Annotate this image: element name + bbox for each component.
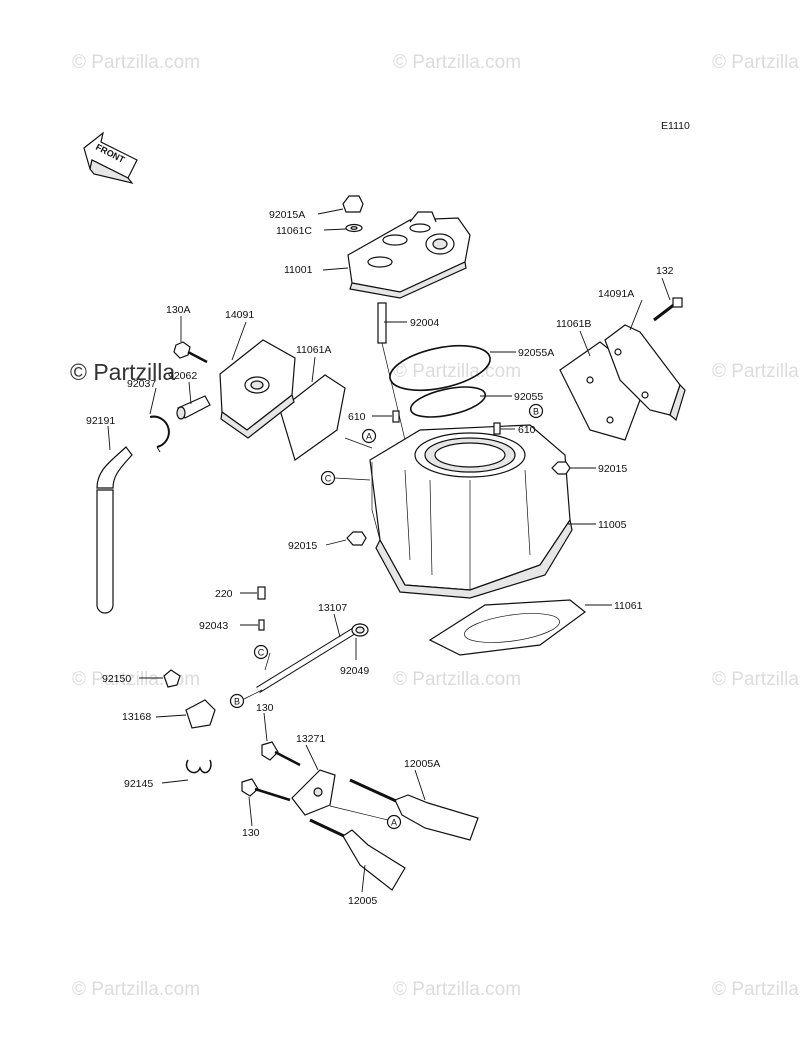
part-label-132[interactable]: 132 <box>656 265 674 277</box>
part-label-220[interactable]: 220 <box>215 588 233 600</box>
part-label-13271[interactable]: 13271 <box>296 733 325 745</box>
hose <box>96 489 114 614</box>
part-label-92145[interactable]: 92145 <box>124 778 153 790</box>
watermark: © Partzilla.com <box>72 669 200 690</box>
ref-a: A <box>391 818 397 828</box>
bolt <box>261 741 279 761</box>
lever <box>185 699 216 729</box>
watermark: © Partzilla.com <box>712 669 800 690</box>
ref-c: C <box>258 648 265 658</box>
watermark-prominent: © Partzilla <box>70 359 175 385</box>
pin <box>258 619 265 631</box>
part-label-14091A[interactable]: 14091A <box>598 288 634 300</box>
part-label-11061A[interactable]: 11061A <box>296 344 331 356</box>
part-label-11001[interactable]: 11001 <box>284 264 313 276</box>
part-label-92037[interactable]: 92037 <box>127 378 156 390</box>
watermark: © Partzilla.com <box>393 979 521 1000</box>
part-label-92015[interactable]: 92015 <box>598 463 627 475</box>
part-label-92015[interactable]: 92015 <box>288 540 317 552</box>
screw <box>163 669 181 688</box>
nut <box>346 531 367 546</box>
part-label-610[interactable]: 610 <box>518 424 536 436</box>
part-label-14091[interactable]: 14091 <box>225 309 254 321</box>
exhaust-valve <box>394 794 479 841</box>
dowel-pin <box>493 422 501 435</box>
ref-a: A <box>366 432 372 442</box>
part-label-92055A[interactable]: 92055A <box>518 347 554 359</box>
front-arrow-icon: FRONT <box>83 131 138 184</box>
watermark: © Partzilla.com <box>712 979 800 1000</box>
exhaust-valve <box>342 829 406 891</box>
part-label-92043[interactable]: 92043 <box>199 620 228 632</box>
watermark: © Partzilla.com <box>393 669 521 690</box>
part-label-610[interactable]: 610 <box>348 411 366 423</box>
spring <box>185 759 212 774</box>
watermark: © Partzilla.com <box>393 52 521 73</box>
watermark: © Partzilla.com <box>712 361 800 382</box>
part-label-92191[interactable]: 92191 <box>86 415 115 427</box>
part-label-130[interactable]: 130 <box>242 827 260 839</box>
dowel-pin <box>392 410 400 423</box>
part-label-12005[interactable]: 12005 <box>348 895 377 907</box>
watermark: © Partzilla.com <box>712 52 800 73</box>
part-label-11005[interactable]: 11005 <box>598 519 627 531</box>
part-label-130A[interactable]: 130A <box>166 304 191 316</box>
diagram-code: E1110 <box>661 120 690 132</box>
reference-markers: A B C C B A <box>229 403 544 830</box>
part-label-11061C[interactable]: 11061C <box>276 225 312 237</box>
cylinder-block <box>369 424 573 599</box>
stud <box>377 302 387 344</box>
o-ring-large <box>389 344 491 392</box>
bolt <box>173 341 191 359</box>
part-label-92062[interactable]: 92062 <box>168 370 197 382</box>
part-label-92015A[interactable]: 92015A <box>269 209 305 221</box>
part-labels[interactable]: 92015A 11061C 11001 92004 92055A 92055 1… <box>86 209 674 907</box>
bolt <box>672 297 683 308</box>
part-label-130[interactable]: 130 <box>256 702 274 714</box>
watermark: © Partzilla.com <box>393 361 521 382</box>
part-label-11061B[interactable]: 11061B <box>556 318 591 330</box>
ref-c: C <box>325 474 332 484</box>
ref-b: B <box>234 697 240 707</box>
part-label-11061[interactable]: 11061 <box>614 600 643 612</box>
bolt <box>241 778 259 797</box>
part-label-92049[interactable]: 92049 <box>340 665 369 677</box>
part-label-12005A[interactable]: 12005A <box>404 758 440 770</box>
ref-b: B <box>533 407 539 417</box>
cap-nut <box>342 195 364 213</box>
washer-hole <box>350 226 358 230</box>
part-label-13168[interactable]: 13168 <box>122 711 151 723</box>
base-gasket <box>428 599 586 656</box>
watermark-layer: © Partzilla.com © Partzilla.com © Partzi… <box>70 52 800 1000</box>
o-ring-small <box>409 386 487 418</box>
watermark: © Partzilla.com <box>72 979 200 1000</box>
part-label-92055[interactable]: 92055 <box>514 391 543 403</box>
screw <box>257 586 266 600</box>
part-label-92004[interactable]: 92004 <box>410 317 439 329</box>
leader-lines <box>107 208 671 893</box>
watermark: © Partzilla.com <box>72 52 200 73</box>
part-label-92150[interactable]: 92150 <box>102 673 131 685</box>
gasket-left <box>279 374 346 461</box>
part-label-13107[interactable]: 13107 <box>318 602 347 614</box>
cylinder-head <box>347 211 471 299</box>
